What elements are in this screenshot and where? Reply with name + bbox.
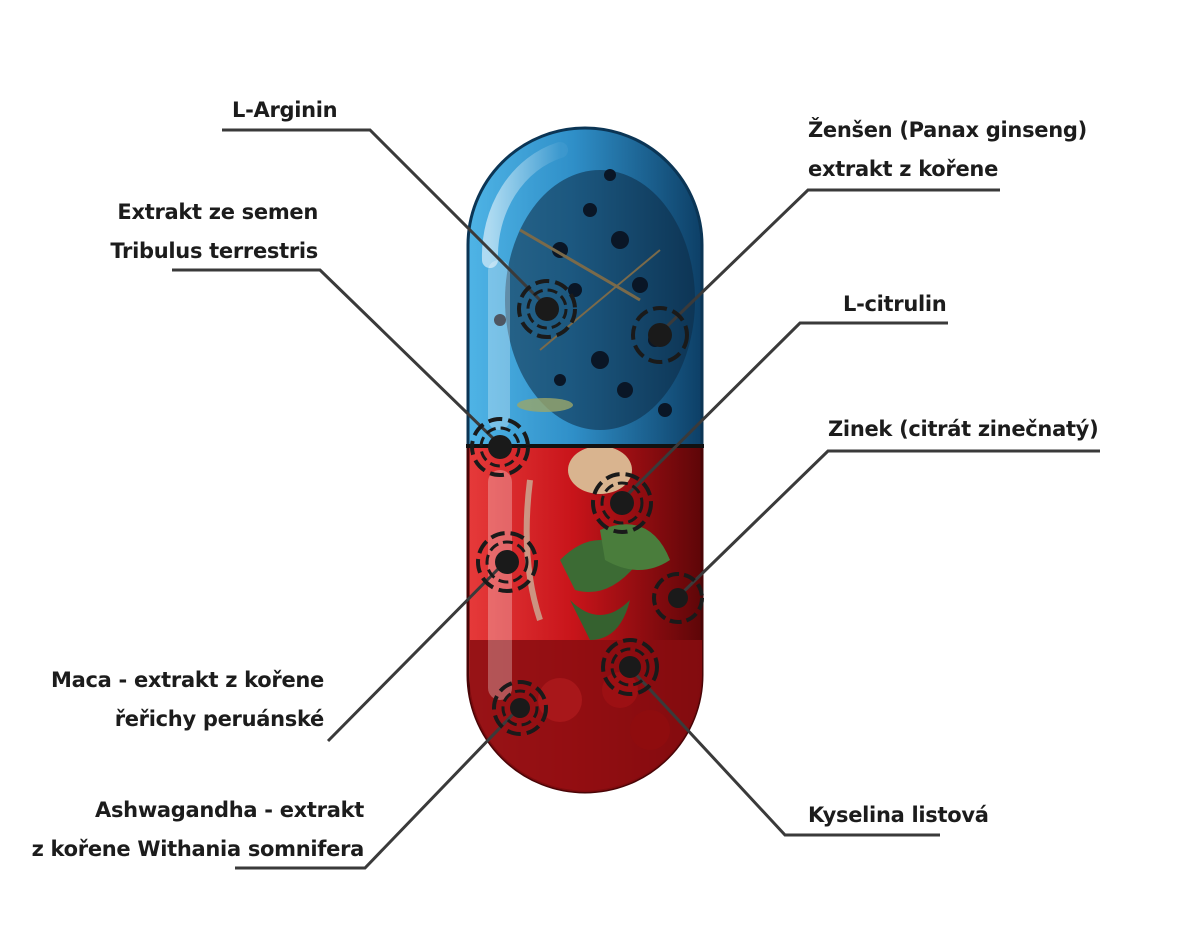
marker-zensen	[631, 306, 689, 364]
capsule-top-half	[466, 126, 704, 448]
label-zinek: Zinek (citrát zinečnatý)	[828, 417, 1099, 441]
label-tribulus: Extrakt ze semen Tribulus terrestris	[110, 200, 318, 263]
marker-l-arginin	[517, 279, 577, 339]
label-ashwagandha: Ashwagandha - extrakt z kořene Withania …	[31, 798, 365, 861]
label-l-citrulin: L-citrulin	[843, 292, 947, 316]
capsule-bottom-half	[466, 444, 704, 794]
label-kyselina: Kyselina listová	[808, 803, 989, 827]
marker-tribulus	[470, 417, 530, 477]
marker-l-citrulin	[591, 472, 653, 534]
ingredient-markers	[470, 279, 704, 736]
marker-ashwagandha	[492, 680, 548, 736]
marker-kyselina	[601, 638, 659, 696]
label-maca: Maca - extrakt z kořene řeřichy peruánsk…	[51, 668, 324, 731]
leader-lines	[172, 128, 1100, 870]
dark-herb-fill	[494, 169, 695, 430]
label-zensen: Ženšen (Panax ginseng) extrakt z kořene	[808, 118, 1087, 181]
marker-maca	[476, 531, 538, 593]
label-l-arginin: L-Arginin	[232, 98, 338, 122]
marker-zinek	[652, 572, 704, 624]
